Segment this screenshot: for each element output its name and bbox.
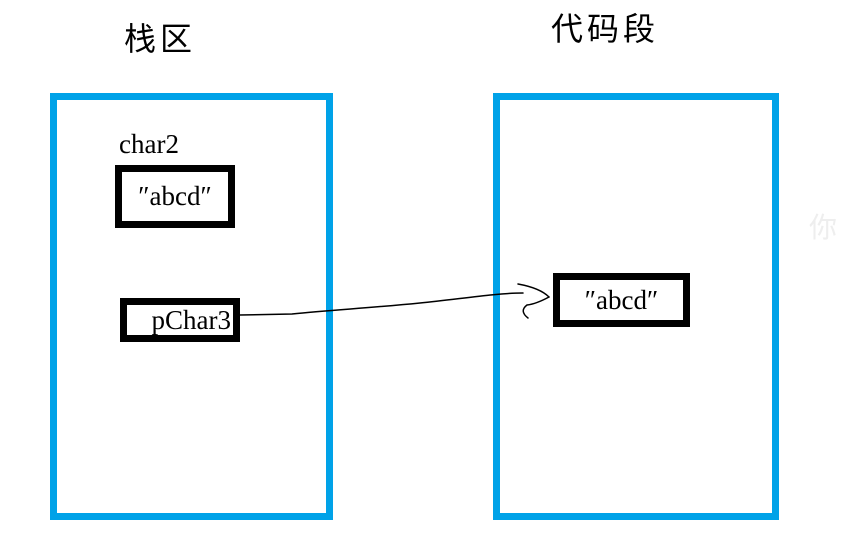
char2-value-box: ″abcd″	[115, 165, 235, 228]
char2-value-text: ″abcd″	[138, 181, 212, 211]
code-string-literal-box: ″abcd″	[553, 273, 690, 327]
watermark-text: 你	[809, 212, 838, 243]
pchar3-label-text: pChar3	[151, 304, 231, 335]
char2-variable-label: char2	[119, 129, 179, 159]
code-segment-title: 代码段	[551, 11, 660, 47]
pchar3-box: pChar3	[120, 298, 240, 342]
stack-area-title: 栈区	[124, 21, 197, 57]
code-string-literal-text: ″abcd″	[584, 284, 659, 315]
